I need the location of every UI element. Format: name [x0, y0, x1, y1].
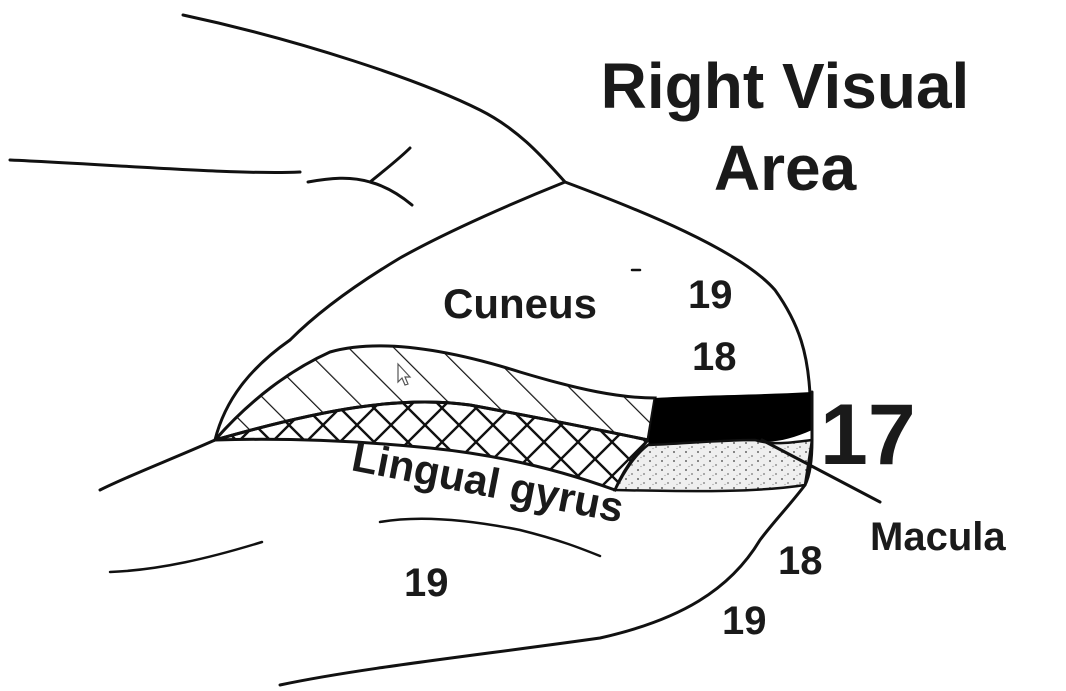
upper-18-label: 18	[692, 335, 737, 379]
left-lower-contour	[100, 440, 215, 490]
macula-region	[648, 392, 812, 445]
lower-19-right-label: 19	[722, 599, 767, 643]
fork-sulcus	[308, 148, 412, 205]
lingual-sulcus	[380, 519, 600, 556]
macula-label: Macula	[870, 515, 1006, 559]
upper-left-sulcus	[10, 160, 300, 173]
lower-19-left-label: 19	[404, 561, 449, 605]
stippled-region	[615, 440, 812, 491]
area-17-label: 17	[820, 387, 916, 483]
title-line-1: Right Visual	[601, 50, 970, 122]
upper-19-label: 19	[688, 273, 733, 317]
title-line-2: Area	[714, 132, 857, 204]
lower-left-sulcus	[110, 542, 262, 572]
lower-18-label: 18	[778, 539, 823, 583]
cuneus-label: Cuneus	[443, 280, 597, 327]
